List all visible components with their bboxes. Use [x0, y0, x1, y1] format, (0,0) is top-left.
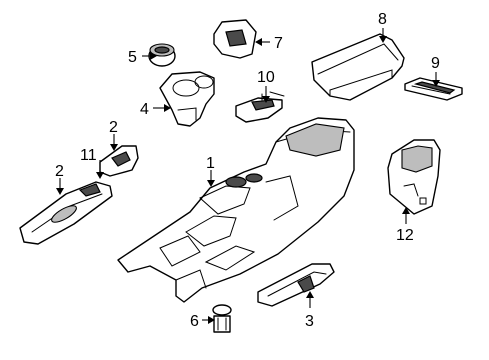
leader-lines — [56, 28, 440, 324]
callout-9: 9 — [431, 55, 440, 72]
part-4-cup-holder — [159, 71, 215, 127]
part-12-side-panel — [387, 139, 441, 215]
callout-3: 3 — [305, 313, 314, 330]
part-9-trim-strip — [404, 77, 463, 101]
callout-7: 7 — [274, 35, 283, 52]
callout-12: 12 — [396, 227, 414, 244]
callout-2-upper: 2 — [109, 119, 118, 136]
part-3-tray — [257, 263, 335, 307]
callout-11: 11 — [80, 147, 97, 164]
callout-10: 10 — [257, 69, 275, 86]
part-8-armrest-lid — [311, 33, 405, 101]
callout-4: 4 — [140, 101, 149, 118]
callout-labels: 1 2 2 3 4 5 6 7 8 9 10 11 12 — [55, 11, 440, 330]
part-7-bezel — [213, 19, 257, 59]
part-2-side-trim — [19, 181, 113, 245]
part-1-center-console — [117, 117, 355, 303]
callout-8: 8 — [378, 11, 387, 28]
part-5-knob — [148, 43, 176, 67]
part-11-switch-bezel — [99, 145, 139, 177]
callout-6: 6 — [190, 313, 199, 330]
part-6-plug — [212, 304, 232, 333]
callout-2: 2 — [55, 163, 64, 180]
callout-1: 1 — [206, 155, 215, 172]
part-10-shift-plate — [235, 91, 285, 123]
callout-5: 5 — [128, 49, 137, 66]
